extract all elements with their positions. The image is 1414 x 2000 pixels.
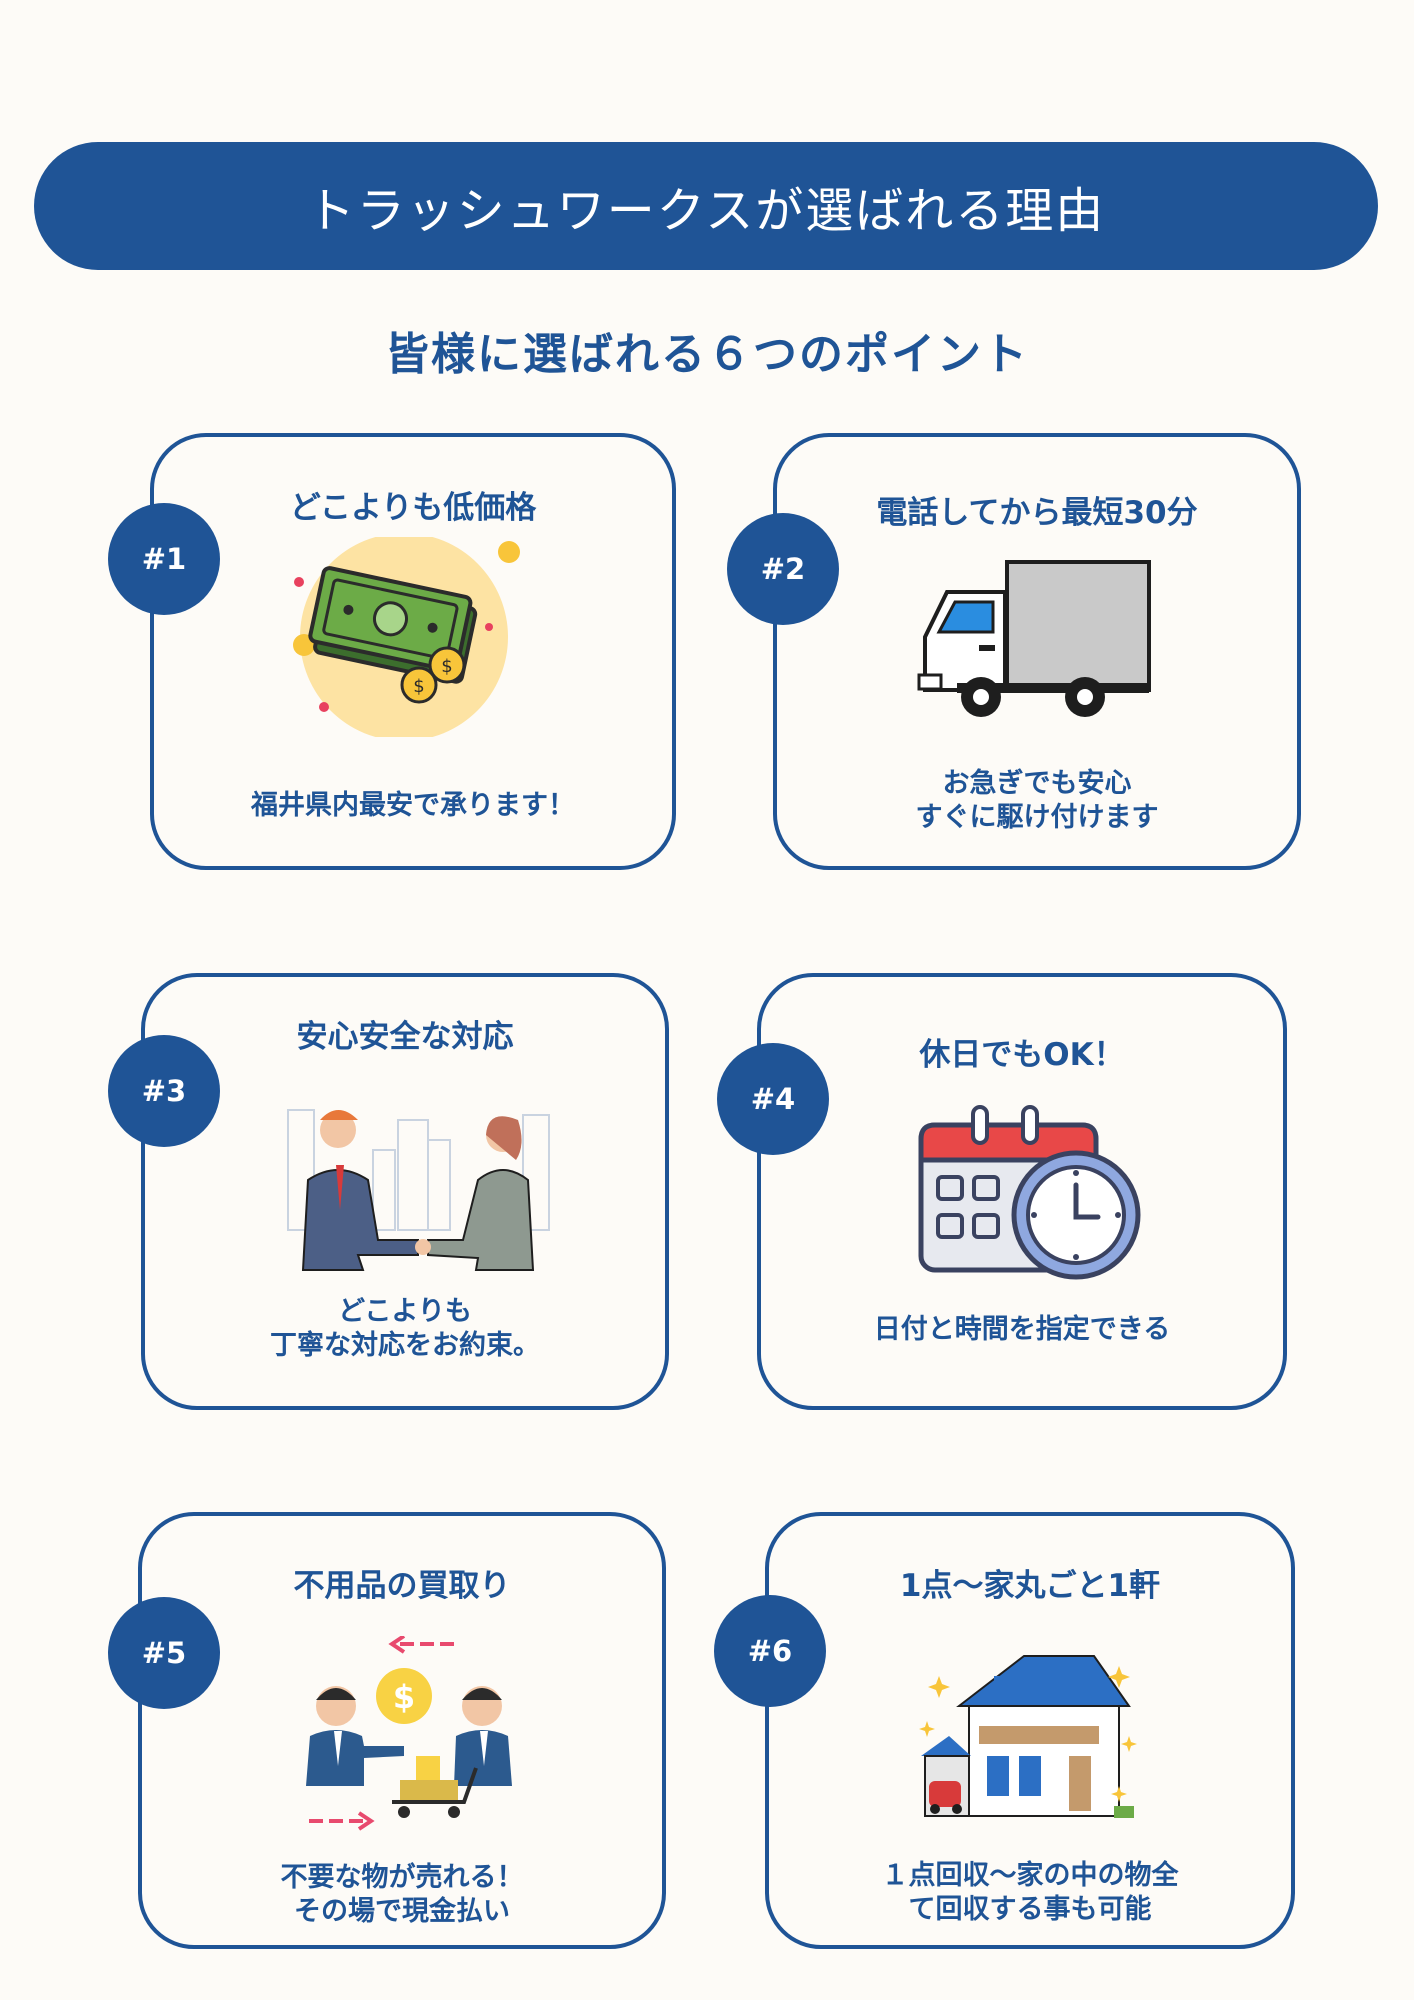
section-subtitle: 皆様に選ばれる６つのポイント [385,329,1029,380]
point-card-4: 休日でもOK！ 日付と時間を指定できる [757,973,1287,1410]
buyback-icon: $ [304,1634,524,1831]
point-title: 不用品の買取り [293,1568,511,1604]
house-icon [919,1646,1139,1826]
point-description: 不要な物が売れる！ その場で現金払い [142,1861,662,1929]
handshake-icon [278,1090,558,1280]
point-card-5: 不用品の買取り $ 不要な物が売れる！ その場で現金払い [138,1512,666,1949]
header-banner: トラッシュワークスが選ばれる理由 [34,142,1378,270]
point-desc-line: １点回収〜家の中の物全 [881,1860,1179,1891]
point-badge-4: #4 [717,1043,829,1155]
truck-icon [917,557,1157,717]
point-description: どこよりも 丁寧な対応をお約束。 [145,1295,665,1363]
point-card-1: どこよりも低価格 $ $ 福井県内最安で承ります！ [150,433,676,870]
point-desc-line: 福井県内最安で承ります！ [251,790,575,821]
point-title: 電話してから最短30分 [876,495,1198,531]
point-desc-line: 丁寧な対応をお約束。 [270,1330,540,1361]
point-description: 福井県内最安で承ります！ [154,789,672,823]
point-card-6: 1点〜家丸ごと1軒 １点回収〜家の中の物 [765,1512,1295,1949]
point-card-2: 電話してから最短30分 お急ぎでも安心 すぐに駆け付けます [773,433,1301,870]
point-badge-3: #3 [108,1035,220,1147]
point-title: 休日でもOK！ [919,1037,1125,1073]
calendar-clock-icon [916,1105,1146,1285]
svg-text:$: $ [393,1678,415,1716]
money-icon: $ $ [284,533,534,741]
point-desc-line: すぐに駆け付けます [915,802,1159,833]
svg-text:$: $ [441,656,452,677]
point-desc-line: その場で現金払い [294,1896,510,1927]
point-description: お急ぎでも安心 すぐに駆け付けます [777,767,1297,835]
point-badge-6: #6 [714,1595,826,1707]
point-badge-1: #1 [108,503,220,615]
point-card-3: 安心安全な対応 どこよりも 丁寧な対応をお約束。 [141,973,669,1410]
svg-text:$: $ [413,676,424,697]
point-desc-line: お急ぎでも安心 [942,768,1132,799]
point-title: 1点〜家丸ごと1軒 [899,1568,1161,1604]
point-description: 日付と時間を指定できる [761,1313,1283,1347]
point-badge-5: #5 [108,1597,220,1709]
point-desc-line: どこよりも [338,1296,472,1327]
point-desc-line: 日付と時間を指定できる [873,1314,1171,1345]
point-badge-2: #2 [727,513,839,625]
point-description: １点回収〜家の中の物全 て回収する事も可能 [769,1859,1291,1927]
point-title: 安心安全な対応 [296,1019,514,1055]
point-desc-line: 不要な物が売れる！ [280,1862,524,1893]
point-title: どこよりも低価格 [289,490,537,526]
point-desc-line: て回収する事も可能 [908,1894,1152,1925]
page-title: トラッシュワークスが選ばれる理由 [306,183,1106,239]
